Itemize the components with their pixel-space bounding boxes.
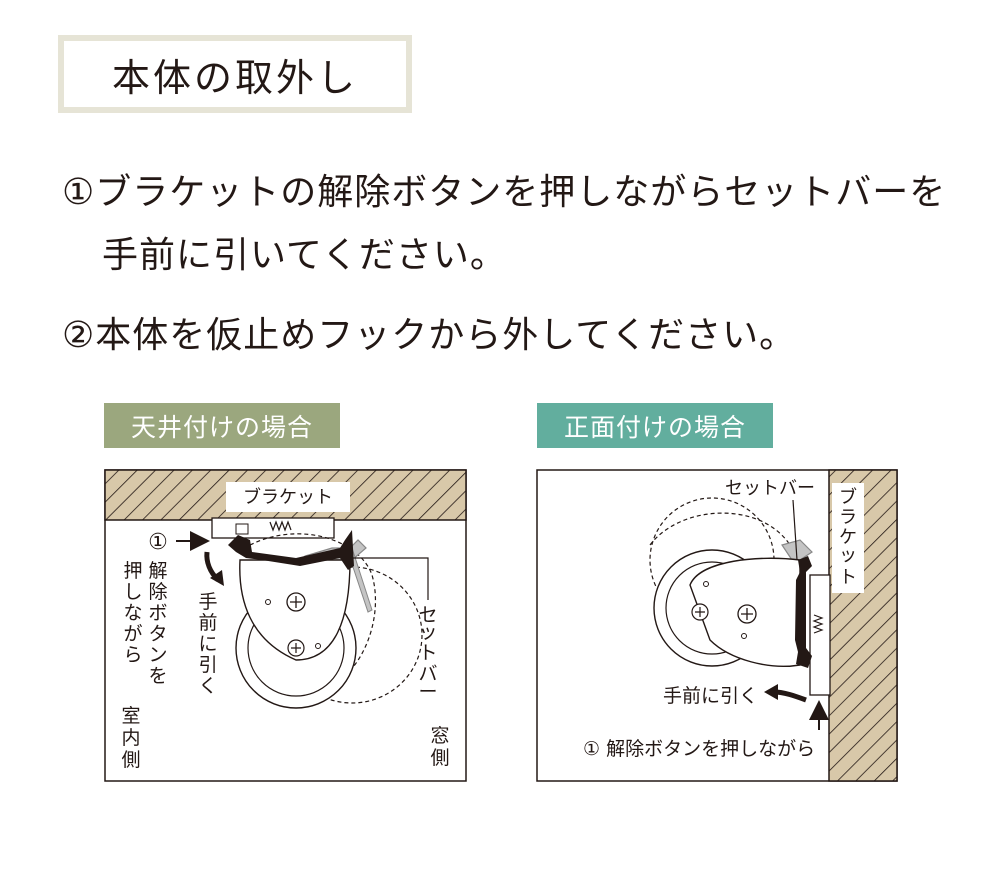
- front-release-label: ① 解除ボタンを押しながら: [583, 738, 815, 760]
- svg-text:引: 引: [198, 654, 217, 676]
- front-bracket: [809, 574, 831, 696]
- svg-text:ン: ン: [148, 644, 167, 666]
- front-mount-diagram: ブ ラ ケ ッ ト: [536, 469, 898, 782]
- step-1-line-2: 手前に引いてください。: [102, 235, 507, 276]
- title-box: 本体の取外し: [58, 35, 412, 113]
- ceiling-pull-label: 手 前 に 引 く: [198, 591, 217, 697]
- svg-text:内: 内: [121, 727, 140, 749]
- svg-text:ッ: ッ: [839, 545, 857, 566]
- svg-text:が: が: [123, 623, 142, 645]
- svg-text:ト: ト: [839, 567, 857, 588]
- ceiling-setbar-leader: [350, 557, 429, 600]
- ceiling-pull-arrowhead: [210, 570, 224, 586]
- svg-text:し: し: [123, 581, 142, 603]
- svg-text:除: 除: [148, 581, 167, 603]
- ceiling-roller-body: [235, 559, 357, 709]
- front-setbar-label: セットバー: [725, 478, 815, 499]
- front-bracket-label: ブ ラ ケ ッ ト: [839, 486, 857, 588]
- svg-text:に: に: [198, 633, 217, 655]
- page-title: 本体の取外し: [111, 55, 358, 100]
- svg-text:室: 室: [121, 705, 140, 727]
- step-1-line-1: ①ブラケットの解除ボタンを押しながらセットバーを: [62, 172, 947, 213]
- ceiling-bracket-label-box: [226, 482, 350, 512]
- svg-text:押: 押: [123, 560, 142, 582]
- ceiling-circle-1: ①: [148, 530, 168, 555]
- ceiling-bracket: [211, 517, 335, 539]
- svg-text:く: く: [198, 675, 217, 697]
- front-mount-badge: 正面付けの場合: [537, 403, 773, 448]
- svg-text:タ: タ: [148, 623, 167, 645]
- front-setbar-leader: [792, 499, 798, 561]
- svg-text:ら: ら: [123, 644, 142, 666]
- svg-text:前: 前: [198, 612, 217, 634]
- svg-text:ー: ー: [418, 681, 437, 703]
- svg-text:な: な: [123, 602, 142, 624]
- ceiling-indoor-label: 室 内 側: [121, 705, 140, 771]
- svg-text:バ: バ: [418, 663, 437, 685]
- svg-text:解: 解: [148, 560, 167, 582]
- ceiling-mount-diagram: ブラケット: [104, 469, 467, 782]
- front-pull-arrowhead: [764, 684, 778, 700]
- front-setbar: [795, 556, 812, 668]
- ceiling-mount-badge: 天井付けの場合: [104, 403, 340, 448]
- svg-text:ケ: ケ: [839, 527, 857, 548]
- svg-text:ボ: ボ: [148, 602, 167, 624]
- ceiling-setbar-label: セ ッ ト バ ー: [418, 604, 437, 703]
- ceiling-press-label: 押 し な が ら: [123, 560, 142, 666]
- svg-text:側: 側: [121, 749, 140, 771]
- svg-text:側: 側: [430, 747, 449, 769]
- svg-text:ト: ト: [418, 642, 437, 664]
- front-pull-label: 手前に引く: [663, 685, 758, 707]
- front-roller-body: [653, 549, 801, 667]
- svg-text:セ: セ: [418, 604, 437, 626]
- svg-text:ブ: ブ: [839, 486, 857, 508]
- front-bracket-label-box: [832, 483, 864, 593]
- step-2: ②本体を仮止めフックから外してください。: [62, 315, 797, 356]
- svg-text:窓: 窓: [430, 725, 449, 747]
- svg-text:ラ: ラ: [839, 507, 857, 528]
- ceiling-release-label: 解 除 ボ タ ン を: [148, 560, 167, 687]
- ceiling-setbar: [228, 530, 354, 570]
- ceiling-window-label: 窓 側: [430, 725, 449, 769]
- svg-text:を: を: [148, 665, 167, 687]
- svg-text:手: 手: [198, 591, 217, 613]
- svg-text:ッ: ッ: [418, 621, 437, 643]
- ceiling-bracket-label: ブラケット: [243, 486, 333, 508]
